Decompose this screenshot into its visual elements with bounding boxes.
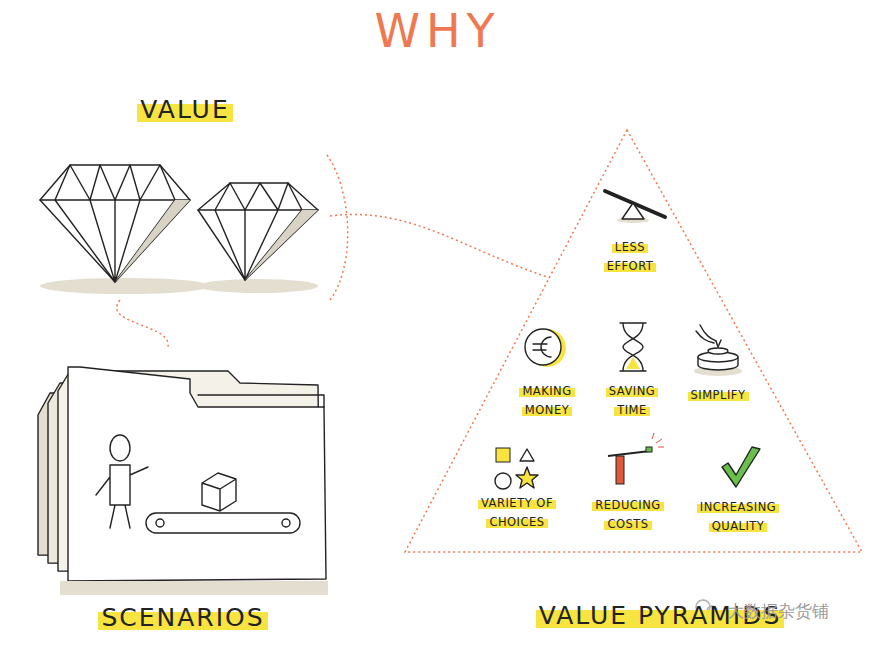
value-label: REDUCING COSTS xyxy=(592,498,663,531)
scenario-folders: SCENARIOS xyxy=(30,345,335,640)
watermark: 大数据杂货铺 xyxy=(727,601,829,621)
label-wrap: VARIETY OF CHOICES xyxy=(457,494,577,532)
value-pyramid: VALUE PYRAMIDS xyxy=(400,125,868,640)
heading-wrap: SCENARIOS xyxy=(33,602,333,635)
heading-wrap: VALUE xyxy=(90,94,280,127)
label-wrap: LESS EFFORT xyxy=(594,238,666,276)
label-wrap: REDUCING COSTS xyxy=(589,496,667,534)
section-heading: SCENARIOS xyxy=(98,603,267,632)
label-wrap: SAVING TIME xyxy=(601,382,663,420)
label-wrap: 大数据杂货铺 xyxy=(718,597,838,625)
value-label: SAVING TIME xyxy=(606,384,658,417)
label-wrap: SIMPLIFY xyxy=(673,386,763,405)
value-diamonds: VALUE xyxy=(30,90,330,300)
value-label: LESS EFFORT xyxy=(604,240,657,273)
label-wrap: MAKING MONEY xyxy=(511,382,583,420)
value-label: INCREASING QUALITY xyxy=(697,500,779,533)
value-bracket xyxy=(327,155,348,300)
dotted-connector xyxy=(330,214,549,277)
value-label: MAKING MONEY xyxy=(519,384,574,417)
value-label: VARIETY OF CHOICES xyxy=(478,496,556,529)
section-heading: VALUE xyxy=(137,95,232,124)
page-title: WHY xyxy=(0,4,875,58)
value-label: SIMPLIFY xyxy=(688,388,749,402)
label-wrap: INCREASING QUALITY xyxy=(692,498,784,536)
dotted-connector xyxy=(117,300,168,349)
node-shape xyxy=(30,345,335,640)
node-shape xyxy=(400,125,868,640)
